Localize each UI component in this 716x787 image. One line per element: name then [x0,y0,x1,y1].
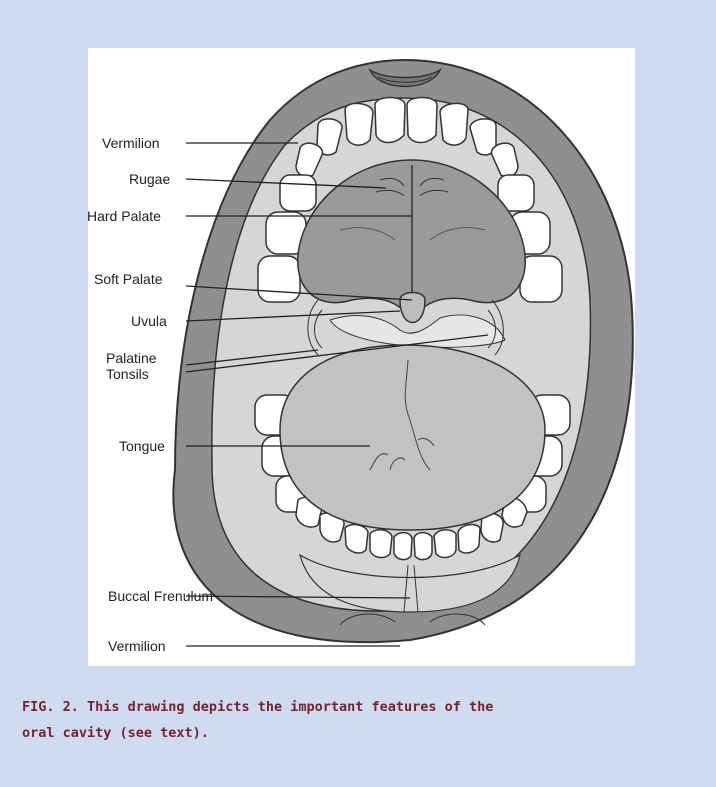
label-rugae: Rugae [129,171,170,187]
label-tonsils: Tonsils [106,366,149,382]
figure-caption: FIG. 2. This drawing depicts the importa… [22,694,662,746]
label-vermilion-lower: Vermilion [108,638,166,654]
label-tongue: Tongue [119,438,165,454]
tongue [280,345,545,530]
caption-line-2: oral cavity (see text). [22,720,662,746]
label-uvula: Uvula [131,313,167,329]
label-vermilion-upper: Vermilion [102,135,160,151]
label-buccal-frenulum: Buccal Frenulum [108,588,213,604]
label-soft-palate: Soft Palate [94,271,163,287]
label-hard-palate: Hard Palate [87,208,161,224]
label-palatine: Palatine [106,350,157,366]
uvula [400,293,425,323]
caption-line-1: FIG. 2. This drawing depicts the importa… [22,694,662,720]
oral-cavity-drawing [88,48,635,666]
figure-panel: Vermilion Rugae Hard Palate Soft Palate … [88,48,635,666]
